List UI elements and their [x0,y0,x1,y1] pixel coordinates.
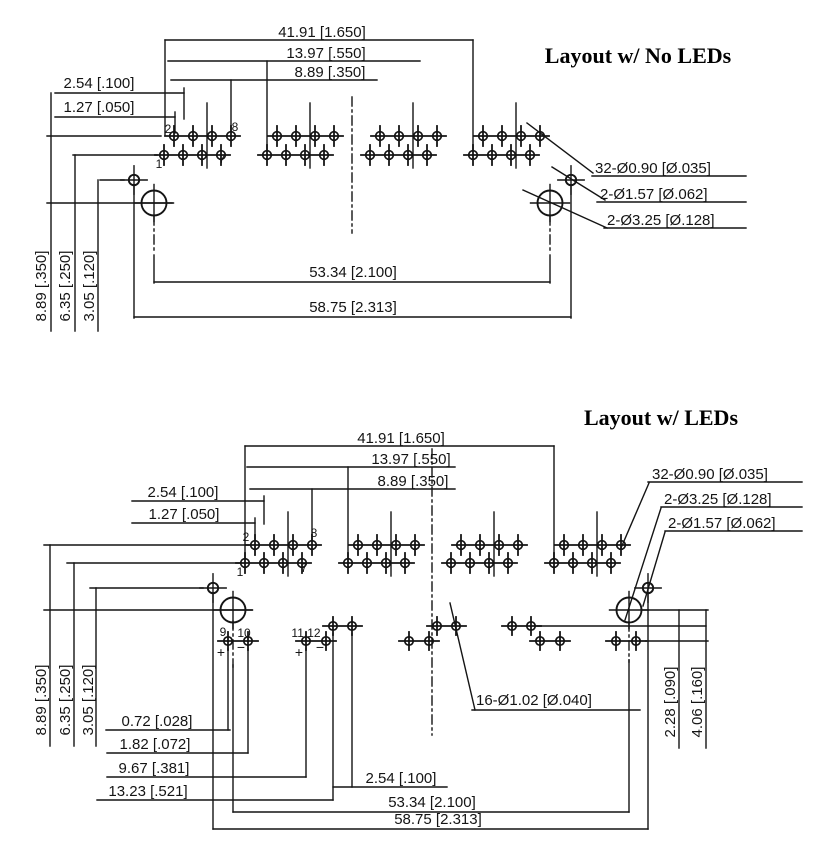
layout-no-leds-title: Layout w/ No LEDs [545,43,732,68]
dim-2-28: 2.28 [.090] [662,667,679,738]
dim-4-06: 4.06 [.160] [689,667,706,738]
pin-2: 2 [165,122,172,136]
dim-58-75: 58.75 [2.313] [394,811,482,828]
layout-with-leds-title: Layout w/ LEDs [584,405,738,430]
callout-32-holes: 32-Ø0.90 [Ø.035] [652,466,768,483]
dim-13-97: 13.97 [.550] [371,451,450,468]
dim-3-05: 3.05 [.120] [80,665,97,736]
dimension-line [624,507,662,621]
pin-7: 7 [219,152,226,166]
dim-41-91: 41.91 [1.650] [278,24,366,41]
dim-6-35: 6.35 [.250] [57,665,74,736]
callout-16-1-02: 16-Ø1.02 [Ø.040] [476,692,592,709]
dimension-line [642,531,666,607]
dim-58-75: 58.75 [2.313] [309,299,397,316]
dim-8-89-top: 8.89 [.350] [295,64,366,81]
dim-41-91: 41.91 [1.650] [357,430,445,447]
dim-1-27: 1.27 [.050] [149,506,220,523]
pin-2: 2 [243,530,250,544]
dim-3-05: 3.05 [.120] [81,251,98,322]
callout-2-1-57: 2-Ø1.57 [Ø.062] [600,186,708,203]
led-polarity-minus-2: − [316,639,324,655]
dimension-line [620,482,650,549]
dim-8-89-left: 8.89 [.350] [33,665,50,736]
dim-8-89-top: 8.89 [.350] [378,473,449,490]
dimension-line [522,189,608,229]
dim-6-35: 6.35 [.250] [57,251,74,322]
led-polarity-minus-1: − [237,639,245,655]
pin-8: 8 [232,120,239,134]
layout-with-leds: 41.91 [1.650] 13.97 [.550] 8.89 [.350] 2.54… [33,405,803,830]
pin-1: 1 [156,157,163,171]
callout-32-holes: 32-Ø0.90 [Ø.035] [595,160,711,177]
dim-2-54: 2.54 [.100] [148,484,219,501]
pin-7: 7 [301,561,308,575]
dim-53-34: 53.34 [2.100] [388,794,476,811]
dim-2-54: 2.54 [.100] [64,75,135,92]
dim-8-89-left: 8.89 [.350] [33,251,50,322]
dim-13-23: 13.23 [.521] [108,783,187,800]
dimension-line [551,166,606,201]
dim-0-72: 0.72 [.028] [122,713,193,730]
dim-2-54-led: 2.54 [.100] [366,770,437,787]
dim-9-67: 9.67 [.381] [119,760,190,777]
led-pin-9: 9 [220,625,227,639]
callout-2-3-25: 2-Ø3.25 [Ø.128] [607,212,715,229]
callout-2-3-25: 2-Ø3.25 [Ø.128] [664,491,772,508]
dimension-line [449,602,476,711]
dim-1-27: 1.27 [.050] [64,99,135,116]
dim-13-97: 13.97 [.550] [286,45,365,62]
led-pin-11-12: 11,12 [291,626,320,640]
layout-no-leds: 41.91 [1.650] 13.97 [.550] 8.89 [.350] 2.54… [33,24,747,332]
led-polarity-plus-2: + [295,644,303,660]
led-polarity-plus-1: + [217,644,225,660]
dimension-line [526,122,594,174]
pin-1: 1 [237,565,244,579]
led-pin-10: 10 [237,626,251,640]
dim-53-34: 53.34 [2.100] [309,264,397,281]
pin-8: 8 [311,526,318,540]
callout-2-1-57: 2-Ø1.57 [Ø.062] [668,515,776,532]
dim-1-82: 1.82 [.072] [120,736,191,753]
